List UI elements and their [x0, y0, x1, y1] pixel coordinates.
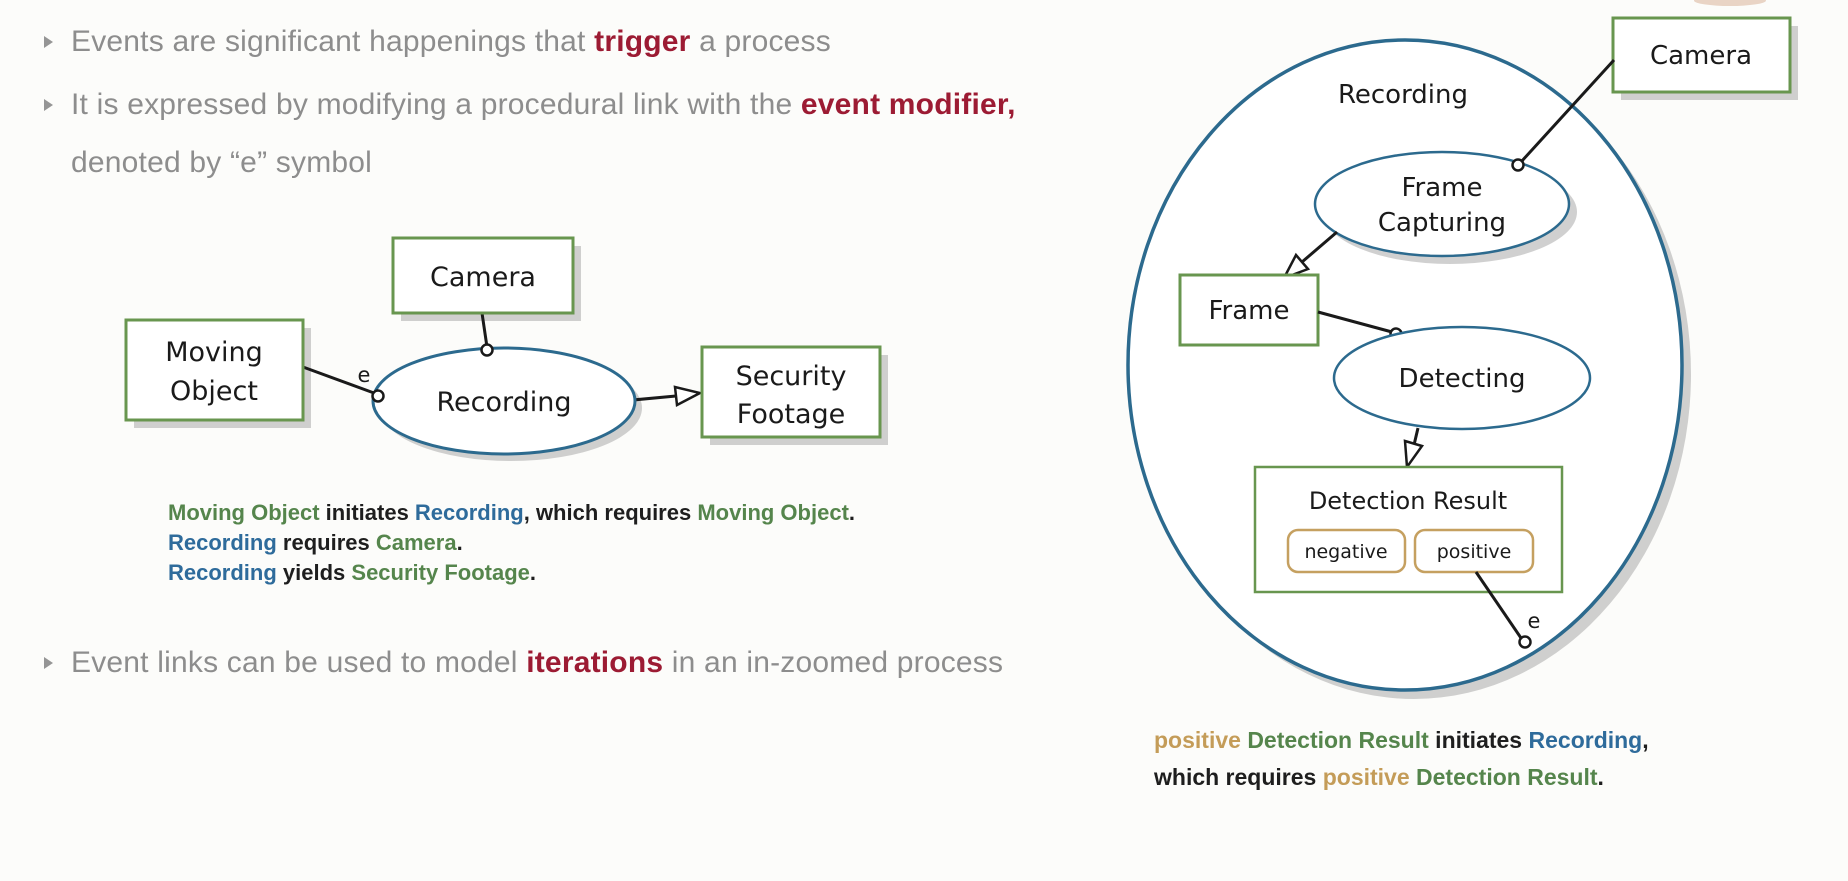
detecting-label: Detecting: [1399, 364, 1526, 394]
moving-object-node: [124, 318, 305, 422]
bullet-2-line1-text: It is expressed by modifying a procedura…: [71, 88, 1016, 121]
result-arrowhead-icon: [673, 385, 704, 407]
state-positive-node: [1413, 528, 1535, 574]
recording-process-node: [371, 346, 637, 456]
instrument-link-camera-recording: [480, 312, 489, 348]
event-link-positive-recording: [1474, 571, 1523, 639]
bullet-2-line2-text: denoted by “e” symbol: [71, 146, 373, 179]
bullet-2-continuation: denoted by “e” symbol: [71, 134, 372, 192]
instrument-circle-icon: [480, 343, 494, 357]
left-diagram-caption: Moving Object initiates Recording, which…: [168, 498, 855, 588]
event-link-moving-object-recording: [302, 365, 375, 395]
detection-result-label: Detection Result: [1309, 487, 1507, 515]
bullet-triangle-icon: [44, 657, 53, 669]
left-opm-diagram: Camera Moving Object Recording Security …: [124, 236, 888, 461]
instrument-link-frame-detecting: [1317, 310, 1393, 334]
bullet-1: Events are significant happenings that t…: [44, 13, 831, 71]
state-negative-node: [1286, 528, 1407, 574]
frame-capturing-label-line1: Frame: [1401, 173, 1482, 203]
recording-inzoom-label: Recording: [1338, 80, 1468, 110]
result-link-detecting-result: [1412, 427, 1420, 446]
bullet-2: It is expressed by modifying a procedura…: [44, 76, 1016, 134]
frame-object-node: [1178, 273, 1320, 347]
recording-label: Recording: [436, 387, 571, 418]
instrument-circle-icon: [1511, 158, 1525, 172]
event-circle-icon: [1518, 635, 1532, 649]
camera2-label: Camera: [1650, 41, 1752, 71]
event-circle-icon: [371, 389, 385, 403]
left-caption-line1: Moving Object initiates Recording, which…: [168, 500, 856, 525]
moving-label-line1: Moving: [165, 337, 263, 368]
security-label-line2: Footage: [737, 399, 846, 430]
detecting-process-node: [1332, 325, 1592, 431]
camera2-object-node: [1611, 16, 1792, 94]
camera-object-node: [391, 236, 575, 315]
right-caption-line1: positive Detection Result initiates Reco…: [1154, 727, 1649, 753]
bullet-1-text: Events are significant happenings that t…: [71, 25, 831, 58]
bullet-triangle-icon: [44, 99, 53, 111]
frame-label: Frame: [1208, 296, 1289, 326]
result-link-framecapturing-frame: [1301, 230, 1338, 264]
event-modifier-label: e: [358, 363, 371, 387]
right-opm-diagram: Recording Frame Capturing Camera Frame D…: [1126, 16, 1798, 699]
bullet-3: Event links can be used to model iterati…: [44, 634, 1003, 692]
moving-label-line2: Object: [170, 376, 258, 407]
frame-capturing-node: [1313, 150, 1571, 258]
right-diagram-caption: positive Detection Result initiates Reco…: [1154, 722, 1649, 796]
result-arrowhead-icon: [1403, 439, 1425, 471]
left-caption-line2: Recording requires Camera.: [168, 530, 463, 555]
result-link-recording-security: [632, 394, 677, 402]
corner-overlay-sliver: [1694, 0, 1766, 6]
camera-label: Camera: [430, 262, 536, 293]
state-positive-label: positive: [1437, 541, 1512, 563]
instrument-link-camera-frame-capturing: [1519, 58, 1616, 164]
left-caption-line3: Recording yields Security Footage.: [168, 560, 536, 585]
bullet-3-text: Event links can be used to model iterati…: [71, 646, 1004, 679]
state-negative-label: negative: [1304, 541, 1387, 563]
bullet-triangle-icon: [44, 36, 53, 48]
frame-capturing-label-line2: Capturing: [1378, 208, 1506, 238]
right-caption-line2: which requires positive Detection Result…: [1154, 764, 1604, 790]
security-footage-node: [700, 345, 882, 439]
event-modifier-label: e: [1528, 609, 1541, 633]
security-label-line1: Security: [736, 361, 847, 392]
